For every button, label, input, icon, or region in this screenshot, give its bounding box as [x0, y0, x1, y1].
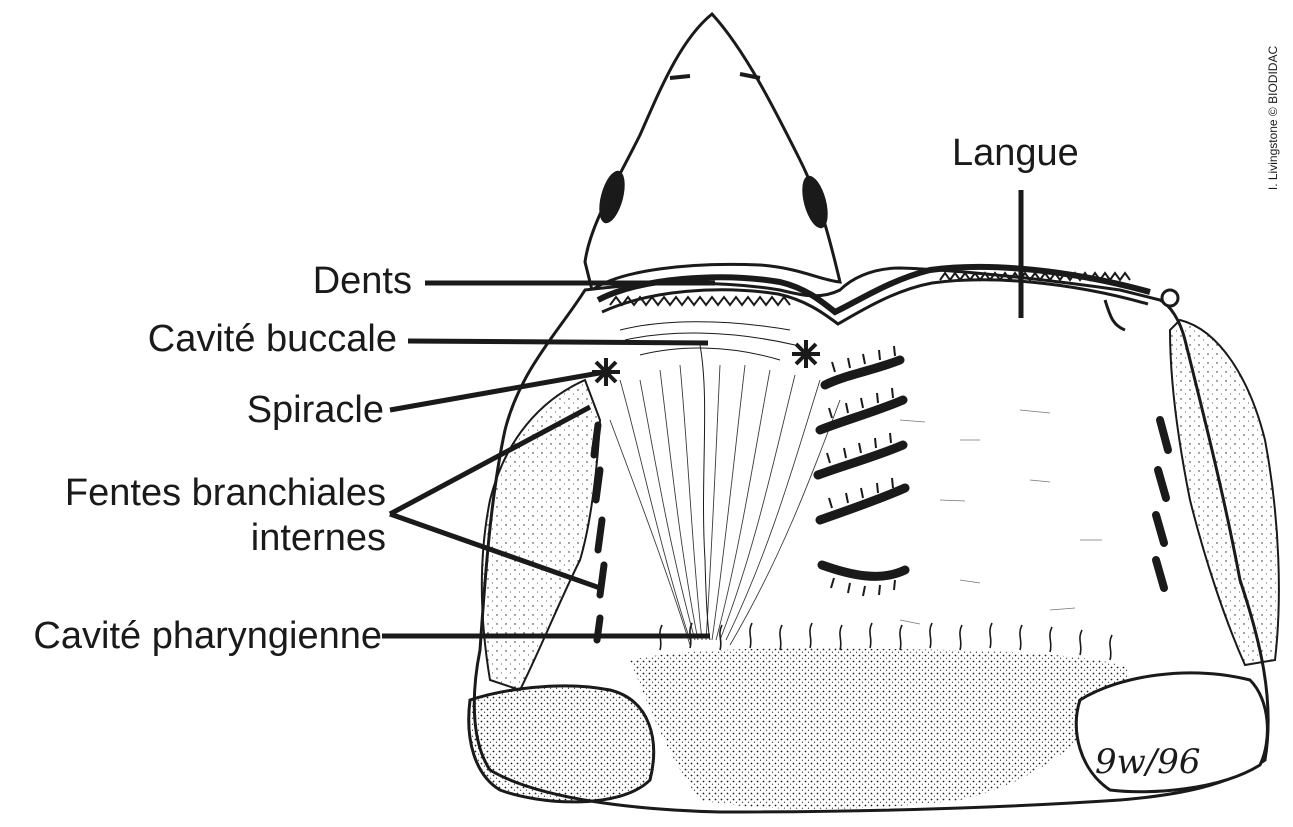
label-cavite-buccale: Cavité buccale	[147, 318, 397, 360]
left-base-cartilage	[467, 684, 656, 804]
label-fentes-branchiales-line1: Fentes branchiales	[64, 472, 386, 514]
gill-slits-right	[813, 355, 910, 581]
leader-spiracle	[389, 369, 606, 413]
snout-outline	[583, 11, 842, 293]
label-langue: Langue	[952, 132, 1079, 174]
artist-signature: 9w/96	[1095, 742, 1201, 782]
leader-cavite-buccale	[407, 338, 709, 346]
teeth-row	[609, 295, 791, 307]
leader-fentes-lower	[389, 511, 601, 591]
upper-jaw	[596, 263, 1151, 316]
label-cavite-pharyngienne: Cavité pharyngienne	[33, 615, 382, 657]
gill-filaments-right	[826, 345, 896, 597]
leader-lines	[382, 190, 1024, 639]
right-eye	[802, 175, 828, 229]
label-spiracle: Spiracle	[246, 389, 384, 431]
left-eye	[599, 170, 625, 224]
right-base-cartilage	[1074, 671, 1269, 794]
leader-fentes-upper	[388, 404, 592, 517]
label-fentes-branchiales-line2: internes	[250, 517, 386, 559]
credit-text: I. Livingstone © BIODIDAC	[1266, 45, 1280, 190]
copyright-credit: I. Livingstone © BIODIDAC	[1266, 10, 1280, 225]
pharynx-papillae	[630, 648, 1130, 809]
pharynx-striations	[609, 364, 841, 646]
spiracle-marks	[592, 340, 820, 386]
papillae-strokes	[659, 622, 1113, 661]
right-gill-slits	[1152, 416, 1172, 592]
tongue-lines	[899, 409, 1102, 625]
label-dents: Dents	[312, 260, 412, 302]
right-gill-fringe	[1168, 318, 1280, 667]
